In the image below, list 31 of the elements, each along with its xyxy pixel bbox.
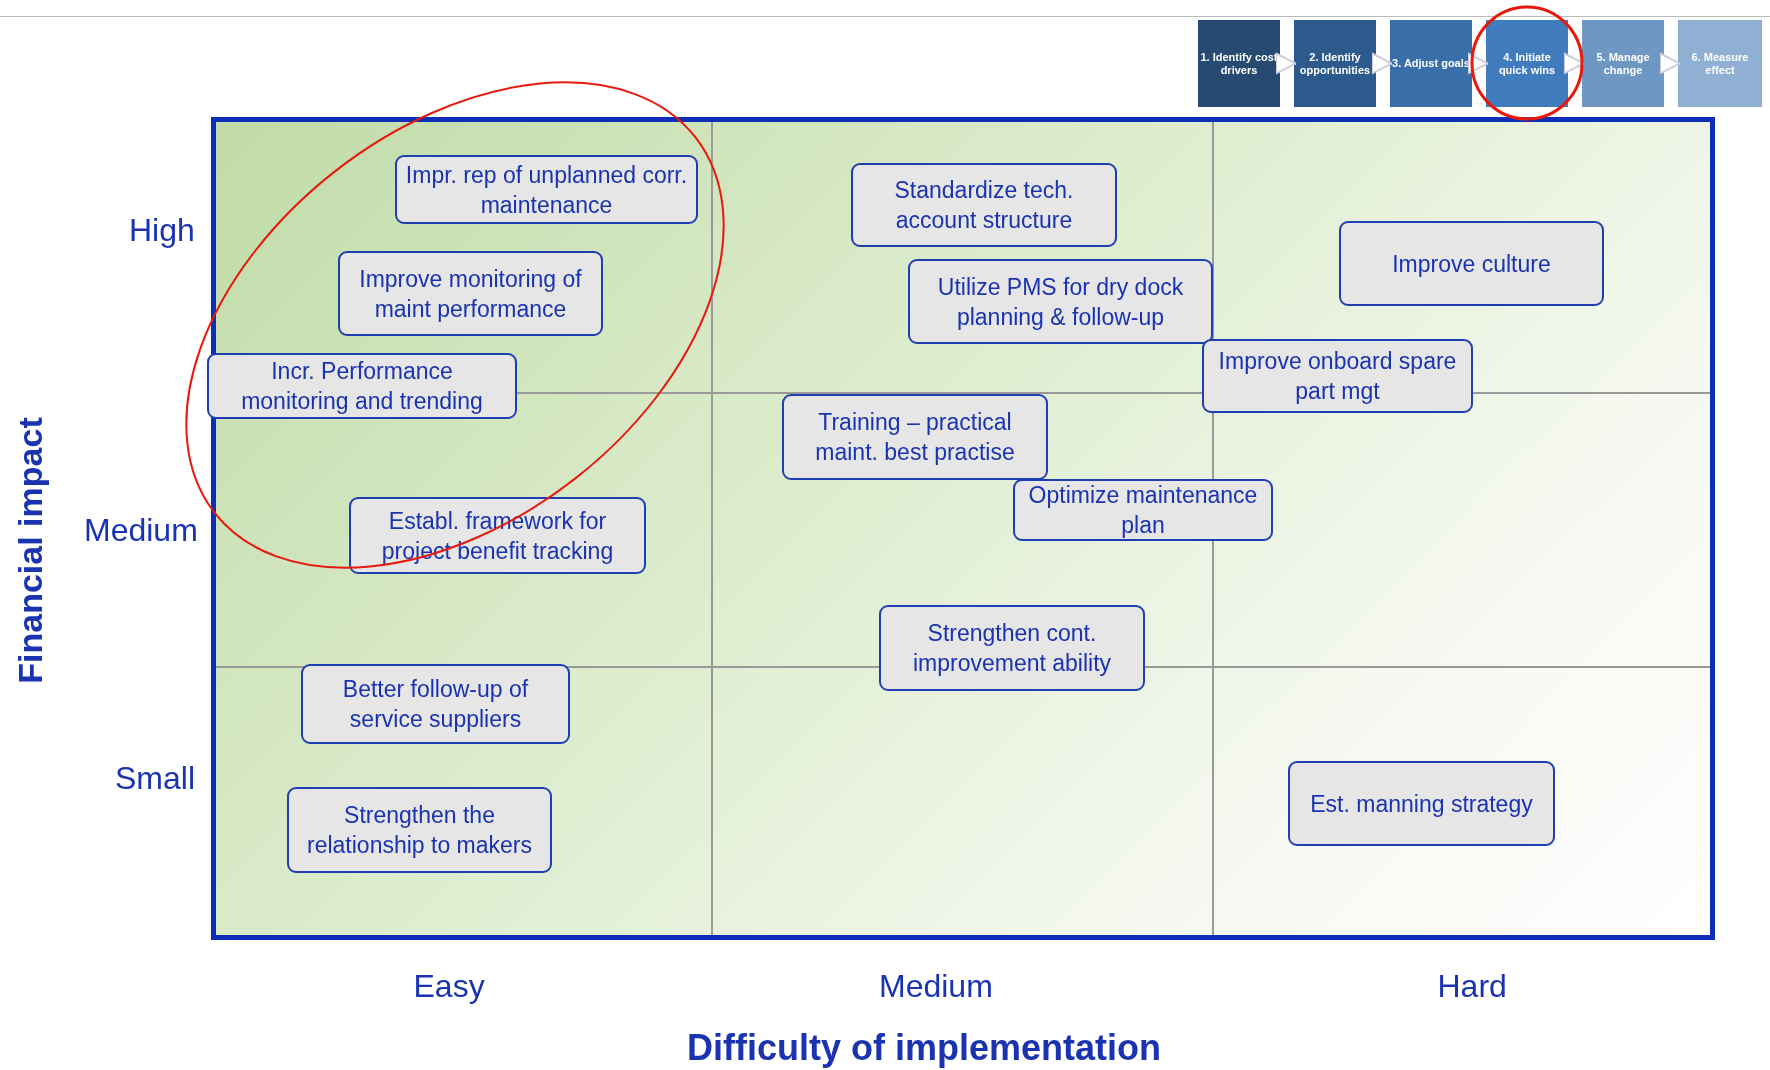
process-step: 1. Identify cost drivers <box>1198 20 1280 107</box>
arrow <box>1659 52 1681 75</box>
arrow <box>1467 52 1489 75</box>
axis-title: Difficulty of implementation <box>687 1027 1161 1069</box>
axis-tick-label: Easy <box>413 967 485 1005</box>
idea-box: Training – practical maint. best practise <box>782 394 1048 480</box>
idea-box: Improve culture <box>1339 221 1604 306</box>
axis-tick-label: Hard <box>1437 967 1507 1005</box>
idea-box: Improve monitoring of maint performance <box>338 251 603 336</box>
idea-box: Optimize maintenance plan <box>1013 479 1273 541</box>
idea-box: Strengthen the relationship to makers <box>287 787 552 873</box>
process-step: 2. Identify opportunities <box>1294 20 1376 107</box>
axis-tick-label: Medium <box>879 967 993 1005</box>
idea-box: Est. manning strategy <box>1288 761 1555 846</box>
process-step: 4. Initiate quick wins <box>1486 20 1568 107</box>
idea-box: Improve onboard spare part mgt <box>1202 339 1473 413</box>
idea-box: Better follow-up of service suppliers <box>301 664 570 744</box>
process-step: 6. Measure effect <box>1678 20 1762 107</box>
axis-tick-label: High <box>129 211 195 249</box>
arrow <box>1563 52 1585 75</box>
idea-box: Strengthen cont. improvement ability <box>879 605 1145 691</box>
axis-tick-label: Medium <box>84 511 198 549</box>
axis-tick-label: Small <box>115 759 195 797</box>
arrow <box>1275 52 1297 75</box>
idea-box: Utilize PMS for dry dock planning & follow-up <box>908 259 1213 344</box>
idea-box: Standardize tech. account structure <box>851 163 1117 247</box>
axis-title: Financial impact <box>10 416 50 684</box>
process-step: 5. Manage change <box>1582 20 1664 107</box>
idea-box: Impr. rep of unplanned corr. maintenance <box>395 155 698 224</box>
process-step: 3. Adjust goals <box>1390 20 1472 107</box>
idea-box: Incr. Performance monitoring and trending <box>207 353 517 419</box>
